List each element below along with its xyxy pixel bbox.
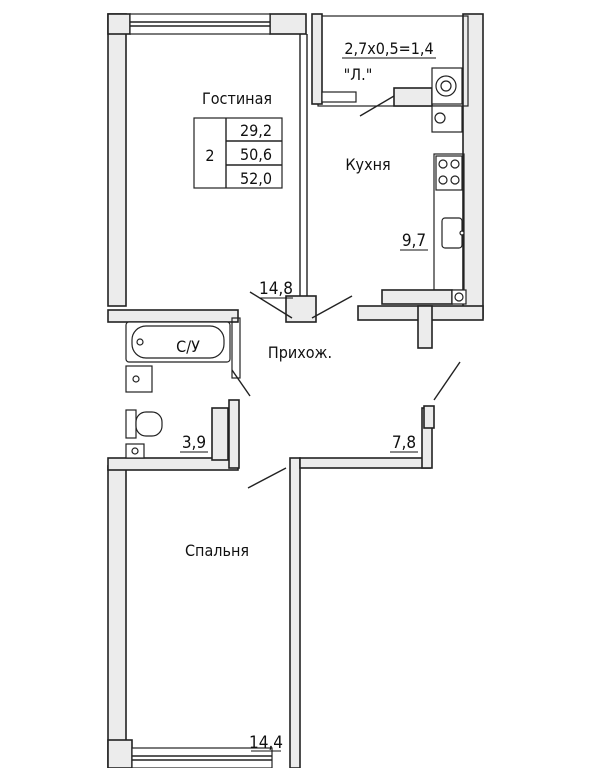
windows xyxy=(129,13,273,768)
exterior-walls xyxy=(107,13,484,768)
balcony xyxy=(311,13,469,107)
bedroom-area: 14,4 xyxy=(249,733,283,753)
balcony-mark: "Л." xyxy=(344,65,373,84)
door-swings xyxy=(231,95,461,489)
bedroom-name: Спальня xyxy=(185,541,249,560)
total-area: 50,6 xyxy=(240,145,272,164)
rooms-count: 2 xyxy=(205,146,214,165)
area-summary-table: 2 29,2 50,6 52,0 xyxy=(193,117,283,189)
kitchen-sink-icon xyxy=(441,217,463,249)
room-labels: Гостиная 14,8 Кухня 9,7 Прихож. 7,8 С/У … xyxy=(176,39,436,753)
hall-name: Прихож. xyxy=(268,343,332,362)
bathroom-area: 3,9 xyxy=(182,433,206,453)
interior-walls xyxy=(107,34,317,471)
toilet-tank-icon xyxy=(125,409,137,439)
balcony-formula: 2,7x0,5=1,4 xyxy=(344,39,433,58)
toilet-bowl-icon xyxy=(135,411,163,437)
kitchen-area: 9,7 xyxy=(402,231,426,251)
living-room-name: Гостиная xyxy=(202,89,272,108)
living-area: 29,2 xyxy=(240,121,272,140)
hall-area: 7,8 xyxy=(392,433,416,453)
bathroom-fixtures xyxy=(125,321,231,459)
living-room-area: 14,8 xyxy=(259,279,293,299)
kitchen-name: Кухня xyxy=(345,155,390,174)
area-with-balcony: 52,0 xyxy=(240,169,272,188)
bathtub-icon xyxy=(125,321,231,363)
bathroom-name: С/У xyxy=(176,337,200,356)
kitchen-fixtures xyxy=(381,105,467,305)
